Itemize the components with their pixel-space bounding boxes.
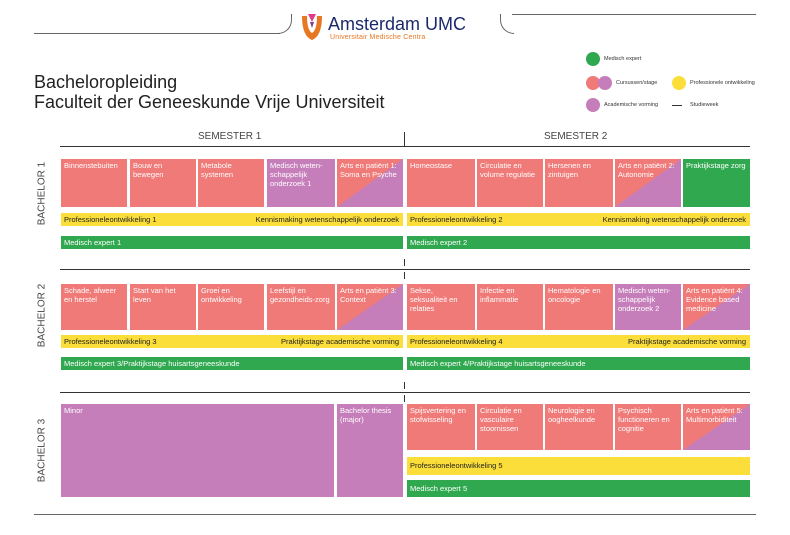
- semester-divider-2b: [404, 395, 405, 402]
- prof-ontwikkeling-5: Professioneleontwikkeling 5: [407, 457, 750, 475]
- semester-divider-1a: [404, 259, 405, 266]
- legend-academische-swatch: [586, 98, 600, 112]
- prof-ontwikkeling-4-right: Praktijkstage academische vorming: [628, 337, 746, 346]
- legend-studieweek-label: Studieweek: [690, 102, 719, 108]
- course-medisch-onderzoek-1: Medisch weten-schappelijk onderzoek 1: [267, 159, 335, 207]
- semester-divider-top: [404, 132, 405, 146]
- course-circulatie-volume: Circulatie en volume regulatie: [477, 159, 543, 207]
- course-spijsvertering: Spijsvertering en stofwisseling: [407, 404, 475, 450]
- course-homeostase: Homeostase: [407, 159, 475, 207]
- legend-medisch-swatch: [586, 52, 600, 66]
- header-line-left: [34, 33, 280, 34]
- course-binnenstebuiten: Binnenstebuiten: [61, 159, 127, 207]
- bachelor-divider-1: [60, 269, 750, 270]
- logo-subtitle: Universitair Medische Centra: [330, 34, 426, 41]
- course-hersenen-zintuigen: Hersenen en zintuigen: [545, 159, 613, 207]
- prof-ontwikkeling-3: Professioneleontwikkeling 3 Praktijkstag…: [61, 335, 403, 348]
- legend-studieweek-line: [672, 105, 682, 106]
- prof-ontwikkeling-3-right: Praktijkstage academische vorming: [281, 337, 399, 346]
- course-minor: Minor: [61, 404, 334, 497]
- prof-ontwikkeling-2-label: Professioneleontwikkeling 2: [410, 215, 503, 224]
- course-metabole-systemen: Metabole systemen: [198, 159, 264, 207]
- course-arts-en-patient-3: Arts en patiënt 3: Context: [337, 284, 403, 330]
- logo: Amsterdam UMC Universitair Medische Cent…: [300, 10, 500, 50]
- semester-1-label: SEMESTER 1: [198, 131, 262, 142]
- page-subtitle: Faculteit der Geneeskunde Vrije Universi…: [34, 92, 385, 112]
- prof-ontwikkeling-2: Professioneleontwikkeling 2 Kennismaking…: [407, 213, 750, 226]
- course-arts-en-patient-5: Arts en patiënt 5: Multimorbiditeit: [683, 404, 750, 450]
- page-title: Bacheloropleiding: [34, 72, 178, 92]
- course-start-van-het-leven: Start van het leven: [130, 284, 196, 330]
- bachelor-2-label: BACHELOR 2: [36, 283, 48, 348]
- legend-medisch-label: Medisch expert: [604, 56, 642, 62]
- course-schade-afweer-herstel: Schade, afweer en herstel: [61, 284, 127, 330]
- legend-cursussen-label: Cursussen/stage: [616, 80, 658, 86]
- semester-line: [60, 146, 750, 147]
- logo-name: Amsterdam UMC: [328, 14, 467, 34]
- bachelor-3-label: BACHELOR 3: [36, 418, 48, 483]
- prof-ontwikkeling-4-label: Professioneleontwikkeling 4: [410, 337, 503, 346]
- semester-2-label: SEMESTER 2: [544, 131, 608, 142]
- course-infectie-inflammatie: Infectie en inflammatie: [477, 284, 543, 330]
- course-praktijkstage-zorg: Praktijkstage zorg: [683, 159, 750, 207]
- legend-professionele-label: Professionele ontwikkeling: [690, 80, 755, 86]
- course-hematologie-oncologie: Hematologie en oncologie: [545, 284, 613, 330]
- legend-academische-label: Academische vorming: [604, 102, 659, 108]
- prof-ontwikkeling-1-label: Professioneleontwikkeling 1: [64, 215, 157, 224]
- prof-ontwikkeling-2-right: Kennismaking wetenschappelijk onderzoek: [602, 215, 746, 224]
- prof-ontwikkeling-3-label: Professioneleontwikkeling 3: [64, 337, 157, 346]
- course-arts-en-patient-2: Arts en patiënt 2: Autonomie: [615, 159, 681, 207]
- medisch-expert-2: Medisch expert 2: [407, 236, 750, 249]
- prof-ontwikkeling-4: Professioneleontwikkeling 4 Praktijkstag…: [407, 335, 750, 348]
- medisch-expert-4: Medisch expert 4/Praktijkstage huisartsg…: [407, 357, 750, 370]
- header-curve-right: [500, 14, 514, 34]
- medisch-expert-1: Medisch expert 1: [61, 236, 403, 249]
- course-psychisch-functioneren: Psychisch functioneren en cognitie: [615, 404, 681, 450]
- prof-ontwikkeling-1: Professioneleontwikkeling 1 Kennismaking…: [61, 213, 403, 226]
- course-bouw-en-bewegen: Bouw en bewegen: [130, 159, 196, 207]
- header-line-right: [512, 14, 756, 15]
- course-groei-ontwikkeling: Groei en ontwikkeling: [198, 284, 264, 330]
- footer-line: [34, 514, 756, 515]
- semester-divider-1b: [404, 272, 405, 279]
- course-leefstijl-gezondheidszorg: Leefstijl en gezondheids-zorg: [267, 284, 335, 330]
- prof-ontwikkeling-1-right: Kennismaking wetenschappelijk onderzoek: [255, 215, 399, 224]
- course-medisch-onderzoek-2: Medisch weten-schappelijk onderzoek 2: [615, 284, 681, 330]
- course-arts-en-patient-1: Arts en patiënt 1: Soma en Psyche: [337, 159, 403, 207]
- semester-divider-2a: [404, 382, 405, 389]
- logo-icon: [302, 14, 322, 40]
- course-sekse-seksualiteit: Sekse, seksualiteit en relaties: [407, 284, 475, 330]
- bachelor-1-label: BACHELOR 1: [36, 161, 48, 226]
- legend-cursussen-swatch: [586, 76, 600, 90]
- medisch-expert-3: Medisch expert 3/Praktijkstage huisartsg…: [61, 357, 403, 370]
- bachelor-divider-2: [60, 392, 750, 393]
- course-arts-en-patient-4: Arts en patiënt 4: Evidence based medici…: [683, 284, 750, 330]
- medisch-expert-5: Medisch expert 5: [407, 480, 750, 497]
- course-circulatie-vasculaire: Circulatie en vasculaire stoornissen: [477, 404, 543, 450]
- course-neurologie-oogheelkunde: Neurologie en oogheelkunde: [545, 404, 613, 450]
- legend-professionele-swatch: [672, 76, 686, 90]
- course-bachelor-thesis: Bachelor thesis (major): [337, 404, 403, 497]
- header-curve-left: [278, 14, 292, 34]
- legend-cursussen-swatch-2: [598, 76, 612, 90]
